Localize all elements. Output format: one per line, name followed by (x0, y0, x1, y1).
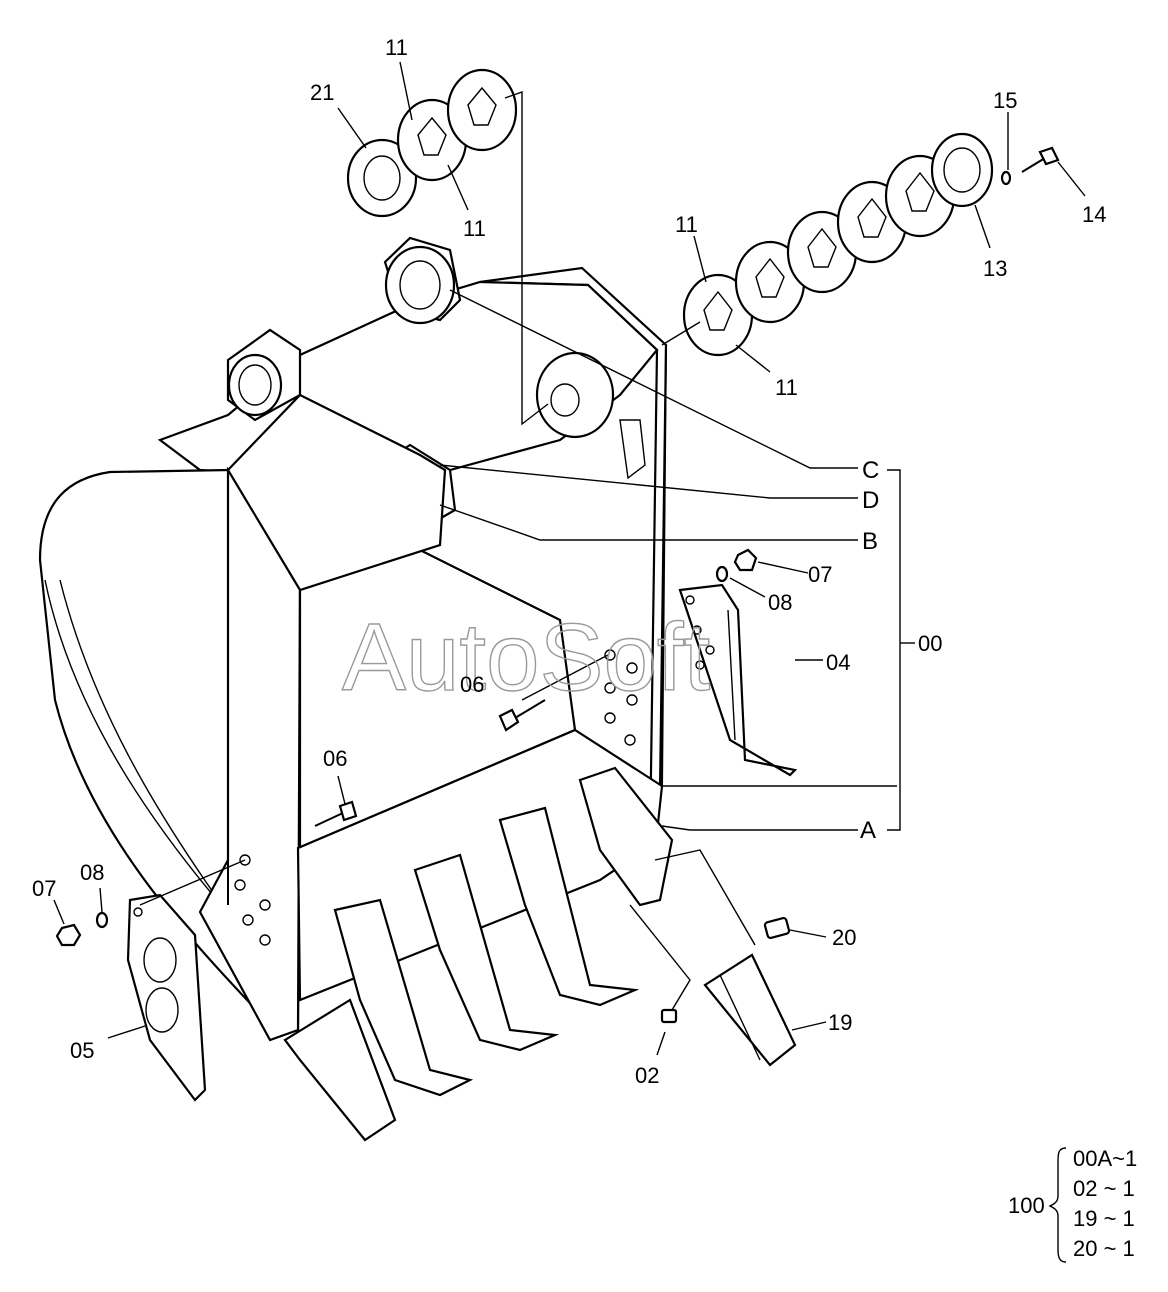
callout-B: B (862, 528, 878, 555)
tooth-3 (413, 853, 560, 1052)
callout-labels: 11 21 11 11 11 15 14 13 C D B 00 07 08 0… (32, 35, 1106, 1088)
teeth-row (283, 766, 674, 1142)
shim-row-right (682, 132, 994, 357)
pin-boss-top-right (383, 236, 462, 325)
kit-table: 100 00A~1 02 ~ 1 19 ~ 1 20 ~ 1 (1008, 1146, 1137, 1263)
callout-C: C (862, 457, 879, 484)
callout-15: 15 (993, 88, 1017, 113)
wear-plate-04-holes (685, 595, 715, 670)
watermark: AutoSoft (342, 604, 710, 711)
side-plate-edge (661, 344, 667, 787)
callout-11-right: 11 (675, 212, 698, 237)
callout-13: 13 (983, 256, 1007, 281)
kit-brace (1048, 1147, 1067, 1263)
wear-plate-05-holes (133, 907, 179, 1033)
callout-19: 19 (828, 1010, 852, 1035)
callout-21: 21 (310, 80, 334, 105)
callout-A: A (860, 817, 876, 844)
washer-08-left (95, 911, 109, 929)
callout-06-center: 06 (460, 672, 484, 697)
pin-20 (763, 916, 791, 940)
kit-item-4: 20 ~ 1 (1073, 1236, 1135, 1261)
kit-item-2: 02 ~ 1 (1073, 1176, 1135, 1201)
callout-D: D (862, 487, 879, 514)
callout-11-upper-lower: 11 (463, 216, 486, 241)
bolt-14 (1021, 146, 1060, 173)
plate-13 (930, 132, 994, 208)
seal-21 (346, 138, 418, 218)
callout-07-right: 07 (808, 562, 832, 587)
pin-boss-top-left (226, 328, 302, 422)
pin-02 (660, 1008, 678, 1024)
tooth-1 (283, 998, 397, 1142)
callout-14: 14 (1082, 202, 1106, 227)
kit-item-3: 19 ~ 1 (1073, 1206, 1135, 1231)
kit-item-1: 00A~1 (1073, 1146, 1137, 1171)
callout-07-left: 07 (32, 876, 56, 901)
tooth-tip-19 (703, 953, 797, 1067)
tooth-2 (333, 898, 474, 1097)
tooth-5 (578, 766, 674, 907)
leader-lines (53, 61, 1086, 1056)
callout-04: 04 (826, 650, 850, 675)
callout-02: 02 (635, 1063, 659, 1088)
bucket-body (38, 236, 897, 1042)
callout-00: 00 (918, 631, 942, 656)
washer-15 (1000, 170, 1012, 186)
tooth-tip-19-edge (704, 973, 761, 1061)
pin-boss-middle (535, 351, 615, 439)
callout-11-right-lower: 11 (775, 375, 798, 400)
bolt-06-left (314, 800, 358, 827)
bolt-06-center (498, 699, 546, 732)
callout-11-top: 11 (385, 35, 408, 60)
callout-08-left: 08 (80, 860, 104, 885)
wear-plate-04-rib (727, 609, 736, 741)
callout-05: 05 (70, 1038, 94, 1063)
callout-08-right: 08 (768, 590, 792, 615)
callout-20: 20 (832, 925, 856, 950)
kit-number: 100 (1008, 1193, 1045, 1218)
wear-plate-04 (678, 583, 798, 777)
tooth-4 (498, 806, 640, 1007)
callout-06-left: 06 (323, 746, 347, 771)
nut-07-right (733, 548, 758, 572)
link-plate (226, 393, 447, 592)
side-hook (619, 419, 646, 480)
washer-08-right (715, 565, 729, 583)
side-holes-right (604, 649, 638, 746)
shim-11-upper-b (446, 68, 518, 152)
side-holes-left (234, 854, 271, 946)
cutting-edge-line (297, 729, 576, 849)
nut-07-left (55, 923, 82, 947)
